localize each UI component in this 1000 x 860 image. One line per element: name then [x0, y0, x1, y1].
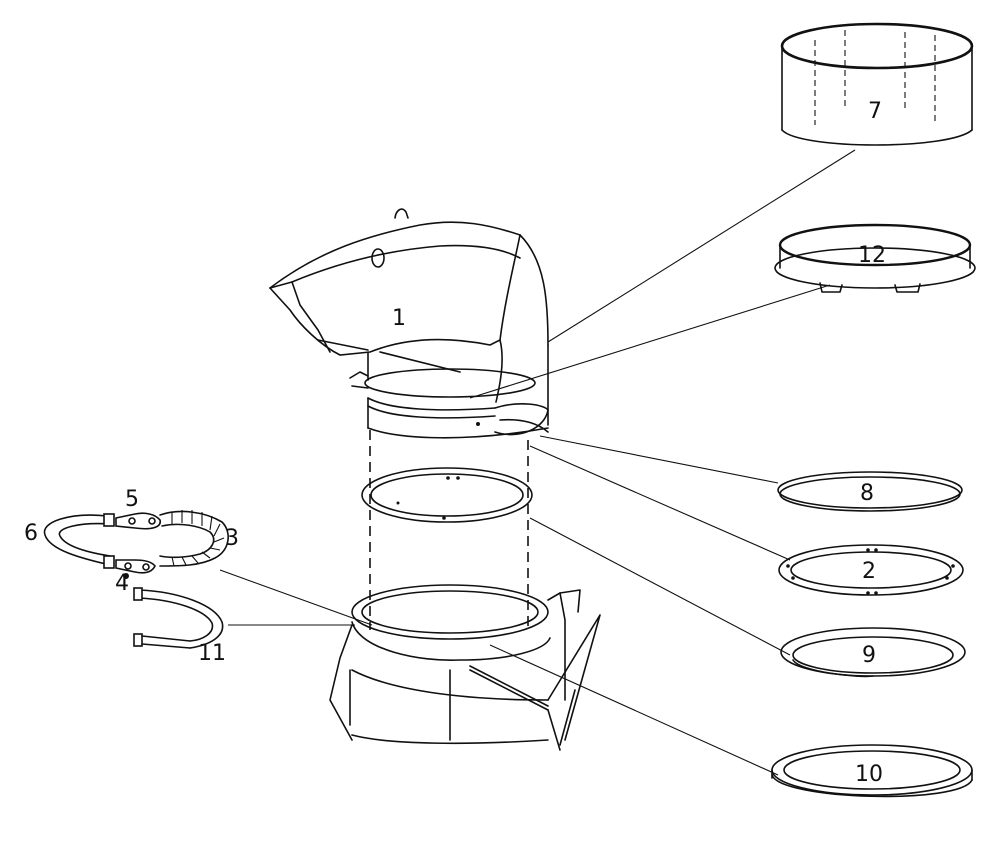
label-part-6: 6 [24, 521, 38, 546]
label-part-4: 4 [115, 571, 129, 596]
label-part-8: 8 [860, 481, 874, 506]
label-part-3: 3 [225, 526, 239, 551]
leader-2 [529, 445, 791, 561]
base-duct [329, 584, 601, 751]
label-part-5: 5 [125, 487, 139, 512]
label-part-9: 9 [862, 643, 876, 668]
leader-12 [469, 284, 831, 399]
part-4-lower-lug [115, 559, 156, 579]
label-part-11: 11 [198, 641, 226, 666]
label-part-7: 7 [868, 99, 882, 124]
part-9-lipped-ring [780, 627, 966, 678]
part-7-cylinder-band [780, 22, 974, 146]
part-11-curved-strip [133, 587, 224, 649]
part-3-link-chain [159, 510, 229, 567]
leader-9 [529, 517, 791, 656]
collar-body [349, 351, 549, 439]
label-part-2: 2 [862, 559, 876, 584]
part-8-thin-ring [777, 471, 963, 512]
middle-ring-installed [361, 467, 533, 523]
label-part-12: 12 [858, 243, 886, 268]
leader-lines [219, 149, 856, 776]
part-2-perforated-ring [778, 544, 964, 596]
part-5-upper-lug [115, 512, 161, 530]
dashed-guides [369, 430, 529, 630]
part-10-double-ring [771, 744, 973, 798]
leader-8 [539, 435, 779, 484]
part-1-cowl-head [268, 208, 549, 426]
leader-3 [219, 569, 373, 626]
label-part-10: 10 [855, 762, 883, 787]
leader-10 [489, 644, 779, 776]
leader-7 [547, 149, 856, 343]
part-labels: 1 7 12 8 2 9 10 5 6 3 4 11 [24, 99, 886, 787]
part-6-clamp-band [43, 513, 115, 569]
label-part-1: 1 [392, 306, 406, 331]
